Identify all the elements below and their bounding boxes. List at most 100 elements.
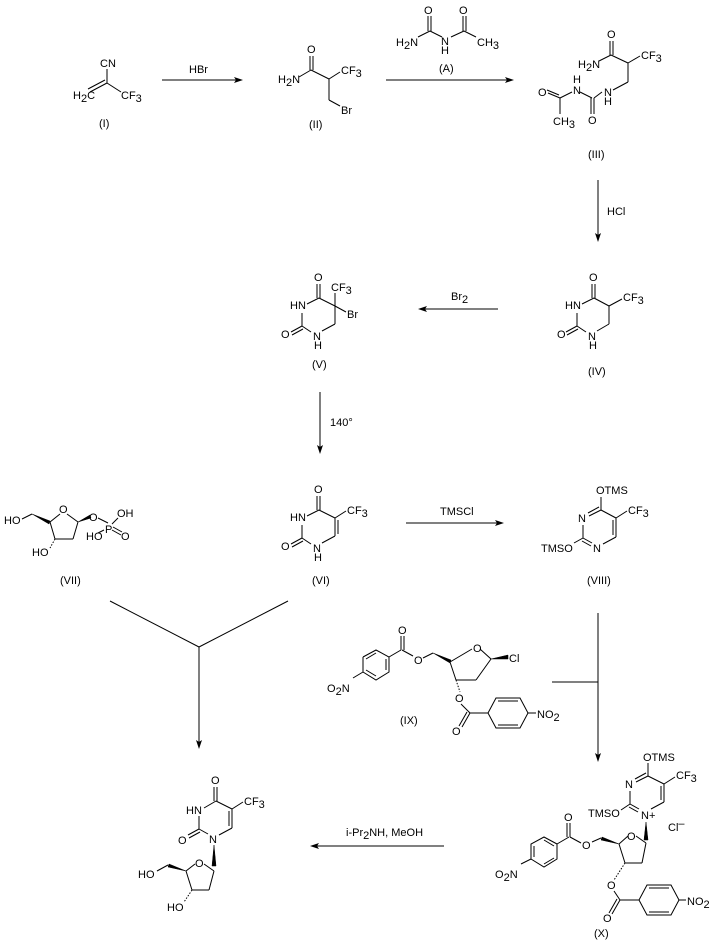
- atom-label: O: [607, 29, 616, 41]
- atom-label: CF3: [641, 50, 662, 65]
- atom-label: O: [607, 880, 616, 892]
- compound-id-X: (X): [594, 928, 609, 940]
- atom-label: OH: [117, 508, 134, 520]
- atom-label: NO2: [687, 896, 710, 911]
- atom-label: NO2: [537, 709, 560, 724]
- atom-label: N: [604, 87, 612, 99]
- arrow-step4: Br2: [418, 291, 498, 312]
- atom-label: HN: [290, 300, 306, 312]
- compound-id-III: (III): [588, 149, 605, 161]
- atom-label: TMSO: [588, 808, 620, 820]
- atom-label: O: [473, 643, 482, 655]
- atom-label: O: [582, 840, 591, 852]
- atom-label: O: [59, 504, 68, 516]
- atom-label: HN: [186, 805, 202, 817]
- atom-label: P: [105, 524, 112, 536]
- atom-label: O: [459, 5, 468, 17]
- atom-label: H2C: [73, 90, 95, 105]
- reagent-140deg: 140°: [330, 417, 353, 429]
- atom-label: N: [441, 36, 449, 48]
- atom-label: H: [314, 340, 322, 352]
- atom-label: O: [589, 272, 598, 284]
- reagent-hcl: HCl: [607, 206, 625, 218]
- compound-IX: O2N O O O Cl O O NO2 (IX): [327, 625, 560, 738]
- atom-label: HN: [290, 512, 306, 524]
- atom-label: H2N: [396, 37, 418, 52]
- atom-label: O: [178, 835, 187, 847]
- atom-label: O: [557, 329, 566, 341]
- atom-label: H: [604, 96, 612, 108]
- compound-id-VI: (VI): [312, 575, 330, 587]
- atom-label: Cl: [509, 653, 519, 665]
- atom-label: O: [314, 272, 323, 284]
- atom-label: HO: [4, 515, 21, 527]
- atom-label: N: [209, 834, 217, 846]
- atom-label: H: [573, 74, 581, 86]
- atom-label: O: [564, 812, 573, 824]
- compound-VI: O CF3 N H O HN (VI): [281, 484, 368, 587]
- arrow-step1: HBr: [162, 64, 243, 83]
- atom-label: OTMS: [596, 485, 628, 497]
- reagent-ipr2nh-meoh: i-Pr2NH, MeOH: [346, 827, 423, 842]
- atom-label: N: [625, 779, 633, 791]
- compound-III: O H2N CF3 N H O H N O CH3 (III): [538, 29, 662, 161]
- atom-label: N+: [641, 810, 655, 822]
- atom-label: O: [307, 44, 316, 56]
- atom-label: CF3: [347, 505, 368, 520]
- arrow-step6: TMSCl: [406, 506, 504, 526]
- compound-id-A: (A): [439, 63, 454, 75]
- atom-label: HO: [86, 531, 103, 543]
- atom-label: Br: [347, 309, 358, 321]
- atom-label: N: [313, 543, 321, 555]
- atom-label: O: [452, 726, 461, 738]
- atom-label: CF3: [331, 282, 352, 297]
- atom-label: CF3: [623, 292, 644, 307]
- compound-id-VIII: (VIII): [587, 575, 611, 587]
- compound-id-IX: (IX): [400, 715, 418, 727]
- atom-label: O: [603, 913, 612, 925]
- compound-id-IV: (IV): [588, 366, 606, 378]
- atom-label: CF3: [244, 796, 265, 811]
- reagent-tmscl: TMSCl: [440, 506, 474, 518]
- arrow-step-deprotection: i-Pr2NH, MeOH: [310, 827, 444, 849]
- atom-label: O: [281, 541, 290, 553]
- compound-V: O CF3 Br N H O HN (V): [281, 272, 358, 371]
- compound-IV: O CF3 N H O HN (IV): [557, 272, 644, 378]
- atom-label: H: [589, 340, 597, 352]
- atom-label: N: [593, 543, 601, 555]
- compound-id-V: (V): [312, 359, 327, 371]
- atom-label: O: [538, 87, 547, 99]
- atom-label: O: [195, 858, 204, 870]
- compound-II: O H2N CF3 Br (II): [278, 44, 362, 131]
- atom-label: O: [398, 625, 407, 637]
- atom-label: Br: [341, 105, 352, 117]
- atom-label: H2N: [278, 74, 300, 89]
- atom-label: H: [314, 552, 322, 564]
- atom-label: O: [121, 531, 130, 543]
- atom-label: O: [211, 775, 220, 787]
- atom-label: O: [314, 484, 323, 496]
- compound-id-VII: (VII): [60, 575, 81, 587]
- atom-label: O: [455, 693, 464, 705]
- atom-label: CN: [100, 58, 116, 70]
- reagent-br2: Br2: [451, 291, 468, 306]
- atom-label: OTMS: [643, 752, 675, 764]
- atom-label: O2N: [495, 869, 518, 884]
- arrow-step5: 140°: [317, 392, 353, 454]
- arrow-step-glycosylation: [552, 613, 601, 762]
- atom-label: CF3: [676, 770, 697, 785]
- arrow-step2: [386, 77, 514, 83]
- arrow-step3: HCl: [595, 180, 625, 242]
- atom-label: N: [578, 513, 586, 525]
- atom-label: CH3: [477, 37, 499, 52]
- atom-label: CF3: [628, 505, 649, 520]
- atom-label: H: [441, 45, 449, 57]
- compound-X: OTMS CF3 N+ TMSO N Cl– O O O: [495, 752, 710, 940]
- atom-label: O: [424, 5, 433, 17]
- atom-label: N: [588, 331, 596, 343]
- compound-I: CN H2C CF3 (I): [73, 58, 142, 130]
- atom-label: O: [627, 831, 636, 843]
- atom-label: TMSO: [541, 543, 573, 555]
- compound-VII: HO O O P OH O HO HO (VII): [4, 504, 134, 587]
